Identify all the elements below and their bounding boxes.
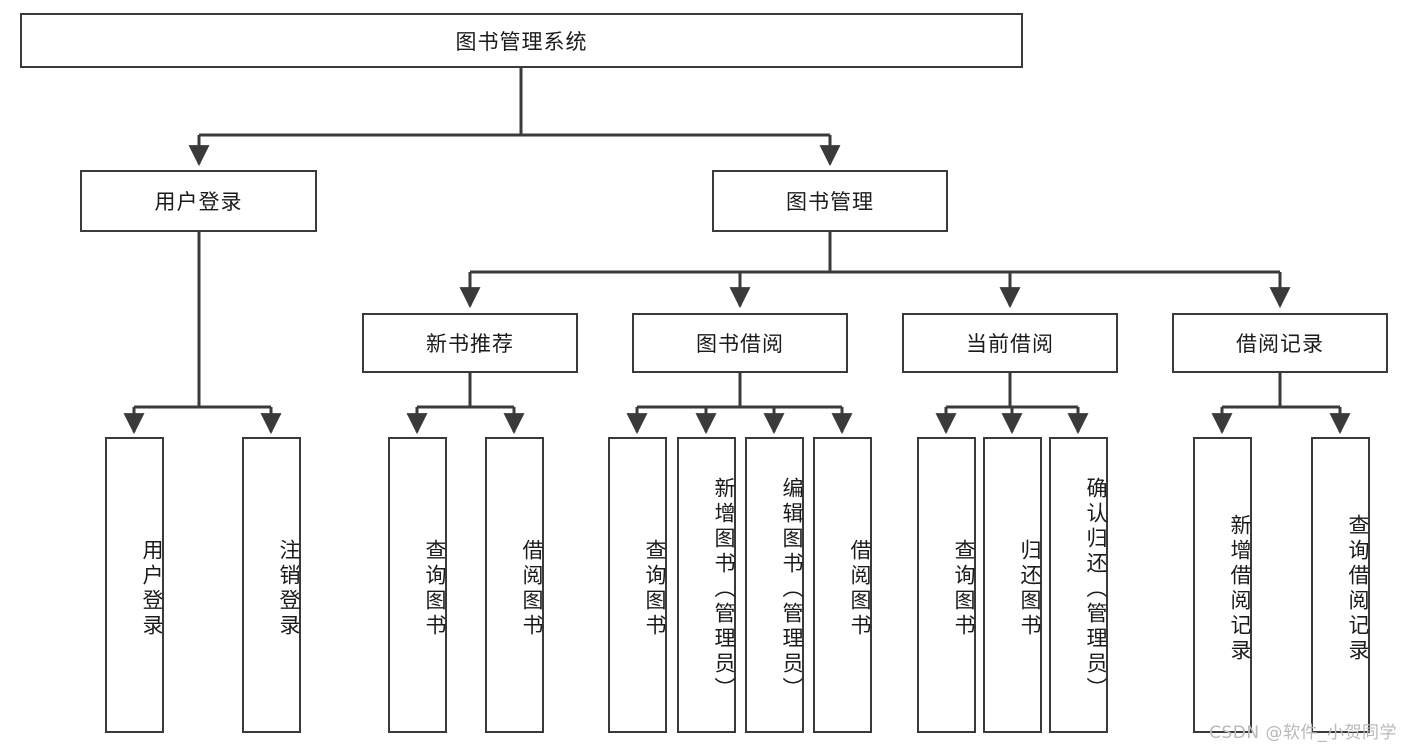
leaf-current-borrow-1-label: 查询图书 bbox=[952, 539, 976, 639]
node-user-login[interactable]: 用户登录 bbox=[80, 170, 317, 232]
leaf-new-book-2[interactable]: 借阅图书 bbox=[485, 437, 544, 733]
leaf-current-borrow-2[interactable]: 归还图书 bbox=[983, 437, 1042, 733]
leaf-user-login-2[interactable]: 注销登录 bbox=[242, 437, 301, 733]
leaf-current-borrow-3-label: 确认归还（管理员） bbox=[1084, 476, 1108, 702]
leaf-book-borrow-3-label: 编辑图书（管理员） bbox=[780, 476, 804, 702]
leaf-borrow-record-1-label: 新增借阅记录 bbox=[1228, 514, 1252, 664]
leaf-borrow-record-2-label: 查询借阅记录 bbox=[1346, 514, 1370, 664]
leaf-current-borrow-3[interactable]: 确认归还（管理员） bbox=[1049, 437, 1108, 733]
node-book-manage-label: 图书管理 bbox=[786, 190, 874, 214]
leaf-book-borrow-1-label: 查询图书 bbox=[643, 539, 667, 639]
leaf-new-book-1[interactable]: 查询图书 bbox=[388, 437, 447, 733]
leaf-current-borrow-1[interactable]: 查询图书 bbox=[917, 437, 976, 733]
node-book-borrow-label: 图书借阅 bbox=[696, 332, 784, 356]
leaf-user-login-1[interactable]: 用户登录 bbox=[105, 437, 164, 733]
leaf-user-login-2-label: 注销登录 bbox=[277, 539, 301, 639]
leaf-user-login-1-label: 用户登录 bbox=[140, 539, 164, 639]
leaf-book-borrow-3[interactable]: 编辑图书（管理员） bbox=[745, 437, 804, 733]
node-root[interactable]: 图书管理系统 bbox=[20, 13, 1023, 68]
node-borrow-record-label: 借阅记录 bbox=[1236, 332, 1324, 356]
node-new-book-recommend-label: 新书推荐 bbox=[426, 332, 514, 356]
node-book-borrow[interactable]: 图书借阅 bbox=[632, 313, 848, 373]
leaf-book-borrow-4[interactable]: 借阅图书 bbox=[813, 437, 872, 733]
leaf-current-borrow-2-label: 归还图书 bbox=[1018, 539, 1042, 639]
node-current-borrow-label: 当前借阅 bbox=[966, 332, 1054, 356]
node-user-login-label: 用户登录 bbox=[154, 190, 243, 214]
leaf-borrow-record-2[interactable]: 查询借阅记录 bbox=[1311, 437, 1370, 733]
node-root-label: 图书管理系统 bbox=[455, 29, 588, 54]
leaf-borrow-record-1[interactable]: 新增借阅记录 bbox=[1193, 437, 1252, 733]
node-current-borrow[interactable]: 当前借阅 bbox=[902, 313, 1118, 373]
leaf-book-borrow-2-label: 新增图书（管理员） bbox=[712, 476, 736, 702]
leaf-book-borrow-4-label: 借阅图书 bbox=[848, 539, 872, 639]
leaf-new-book-1-label: 查询图书 bbox=[423, 539, 447, 639]
node-book-manage[interactable]: 图书管理 bbox=[712, 170, 948, 232]
leaf-book-borrow-2[interactable]: 新增图书（管理员） bbox=[677, 437, 736, 733]
node-borrow-record[interactable]: 借阅记录 bbox=[1172, 313, 1388, 373]
leaf-new-book-2-label: 借阅图书 bbox=[520, 539, 544, 639]
node-new-book-recommend[interactable]: 新书推荐 bbox=[362, 313, 578, 373]
leaf-book-borrow-1[interactable]: 查询图书 bbox=[608, 437, 667, 733]
